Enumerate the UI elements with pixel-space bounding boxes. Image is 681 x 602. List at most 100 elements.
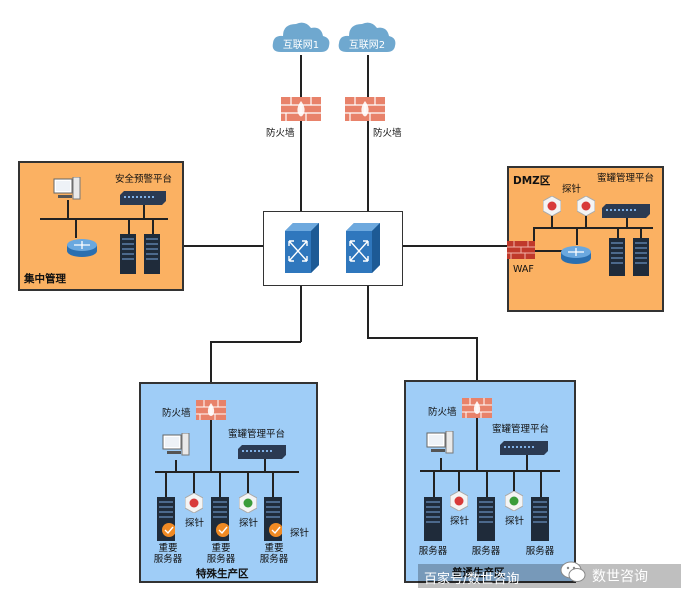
dmz-drop xyxy=(576,227,578,245)
router-icon xyxy=(561,246,591,264)
dmz-probe-label: 探针 xyxy=(562,184,582,195)
special-drop xyxy=(193,471,195,493)
zone-mgmt-title: 集中管理 xyxy=(24,273,66,285)
special-drop xyxy=(175,460,177,472)
special-probe-label: 探针 xyxy=(185,518,205,529)
dmz-drop xyxy=(626,218,628,228)
firewall-icon xyxy=(281,97,321,121)
top-firewall-1-label: 防火墙 xyxy=(266,128,295,139)
normal-fw-down xyxy=(476,418,478,471)
probe-icon xyxy=(239,493,257,513)
link-core-special xyxy=(300,285,302,342)
normal-drop xyxy=(540,470,542,498)
special-probe-label: 探针 xyxy=(290,528,310,539)
workstation-icon xyxy=(162,433,190,456)
appliance-icon xyxy=(238,445,286,459)
normal-probe-label: 探针 xyxy=(505,516,525,527)
top-firewall-2-label: 防火墙 xyxy=(373,128,402,139)
watermark-left: 百家号/数世咨询 xyxy=(424,572,520,587)
server-icon xyxy=(144,234,160,274)
core-switch-icon xyxy=(285,223,319,273)
special-drop xyxy=(219,471,221,498)
special-bus xyxy=(155,471,299,473)
mgmt-drop xyxy=(152,218,154,234)
normal-drop xyxy=(486,470,488,498)
special-fw-down xyxy=(210,420,212,472)
server-icon xyxy=(531,497,549,541)
dmz-bus xyxy=(533,227,653,229)
normal-drop xyxy=(513,470,515,492)
special-server-label: 重要 服务器 xyxy=(206,543,236,565)
server-icon xyxy=(264,497,282,541)
workstation-icon xyxy=(426,431,454,454)
zone-special-title: 特殊生产区 xyxy=(196,568,249,580)
waf-icon xyxy=(507,241,535,259)
special-platform-label: 蜜罐管理平台 xyxy=(228,429,286,440)
server-icon xyxy=(424,497,442,541)
normal-server-label: 服务器 xyxy=(471,546,501,557)
core-switch-icon xyxy=(346,223,380,273)
normal-drop xyxy=(458,470,460,492)
special-drop xyxy=(165,471,167,498)
normal-drop xyxy=(433,470,435,498)
link-core-normal-v xyxy=(476,337,478,401)
cloud-icon xyxy=(272,22,330,52)
server-icon xyxy=(120,234,136,274)
wechat-icon xyxy=(560,561,586,582)
core-switch-group xyxy=(263,211,403,286)
link-internet1 xyxy=(300,55,302,212)
normal-server-label: 服务器 xyxy=(418,546,448,557)
dmz-drop xyxy=(617,227,619,239)
link-core-special-h xyxy=(210,341,301,343)
server-icon xyxy=(633,238,649,276)
link-core-mgmt xyxy=(183,245,264,247)
probe-icon xyxy=(450,491,468,511)
dmz-drop xyxy=(551,215,553,228)
special-server-label: 重要 服务器 xyxy=(153,543,183,565)
normal-platform-label: 蜜罐管理平台 xyxy=(492,424,550,435)
link-core-dmz xyxy=(402,245,510,247)
normal-drop xyxy=(440,458,442,471)
dmz-drop xyxy=(640,227,642,239)
probe-icon xyxy=(543,196,561,216)
dmz-drop xyxy=(585,215,587,228)
appliance-icon xyxy=(120,191,166,205)
probe-icon xyxy=(577,196,595,216)
workstation-icon xyxy=(53,177,81,200)
mgmt-bus xyxy=(40,218,168,220)
zone-dmz-title: DMZ区 xyxy=(513,175,551,187)
normal-firewall-label: 防火墙 xyxy=(428,407,457,418)
special-probe-label: 探针 xyxy=(239,518,259,529)
special-server-label: 重要 服务器 xyxy=(259,543,289,565)
special-drop xyxy=(264,459,266,472)
dmz-waf-link xyxy=(533,227,535,251)
normal-server-label: 服务器 xyxy=(525,546,555,557)
firewall-icon xyxy=(462,398,492,418)
firewall-icon xyxy=(196,400,226,420)
router-icon xyxy=(67,239,97,257)
mgmt-platform-label: 安全预警平台 xyxy=(115,174,173,185)
normal-bus xyxy=(420,470,560,472)
link-core-normal-h xyxy=(367,337,477,339)
internet-1-label: 互联网1 xyxy=(282,40,320,51)
mgmt-drop xyxy=(67,200,69,219)
watermark-right: 数世咨询 xyxy=(592,569,648,585)
normal-drop xyxy=(526,455,528,471)
firewall-icon xyxy=(345,97,385,121)
special-firewall-label: 防火墙 xyxy=(162,408,191,419)
cloud-icon xyxy=(338,22,396,52)
mgmt-drop xyxy=(143,205,145,219)
zone-special xyxy=(139,382,318,583)
server-icon xyxy=(609,238,625,276)
dmz-platform-label: 蜜罐管理平台 xyxy=(597,173,655,184)
internet-2-label: 互联网2 xyxy=(348,40,386,51)
server-icon xyxy=(477,497,495,541)
probe-icon xyxy=(505,491,523,511)
probe-icon xyxy=(185,493,203,513)
mgmt-drop xyxy=(128,218,130,234)
link-internet2 xyxy=(367,55,369,212)
zone-normal-title: 普通生产区 xyxy=(452,567,505,579)
appliance-icon xyxy=(500,441,548,455)
link-core-special-v xyxy=(210,341,212,401)
server-icon xyxy=(211,497,229,541)
